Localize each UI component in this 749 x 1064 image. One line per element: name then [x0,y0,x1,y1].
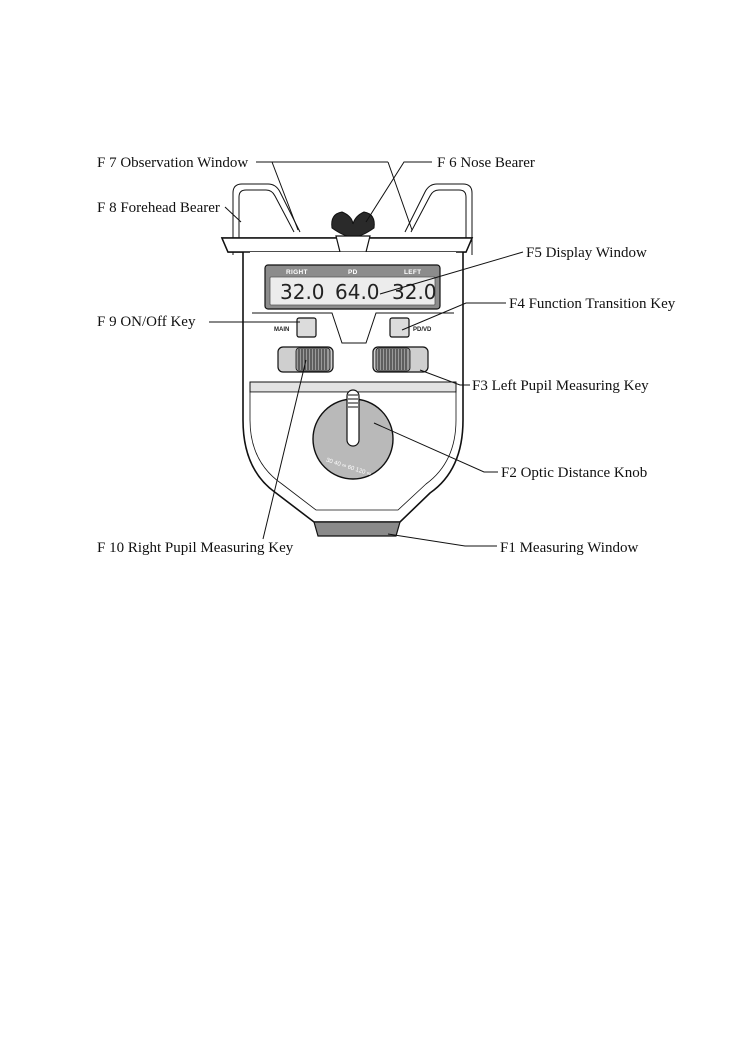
display-label-right: RIGHT [286,269,308,276]
callout-on-off-key: F 9 ON/Off Key [97,314,196,330]
display-label-left: LEFT [404,269,421,276]
callout-optic-distance-knob: F2 Optic Distance Knob [501,465,647,481]
display-window: RIGHT PD LEFT 32.0 64.0 32.0 [264,264,441,310]
right-pupil-measuring-key[interactable] [277,346,334,373]
key-recess [252,312,454,344]
callout-observation-window: F 7 Observation Window [97,155,248,171]
callout-forehead-bearer: F 8 Forehead Bearer [97,200,220,216]
measuring-window [313,521,401,537]
callout-right-pupil-measuring-key: F 10 Right Pupil Measuring Key [97,540,294,556]
optic-distance-knob[interactable]: 30 40 ∞ 60 120 ∞ [312,389,394,480]
callout-left-pupil-measuring-key: F3 Left Pupil Measuring Key [472,378,649,394]
callout-function-transition-key: F4 Function Transition Key [509,296,676,312]
pdvd-key-label: PD/VD [413,327,432,333]
callout-nose-bearer: F 6 Nose Bearer [437,155,535,171]
left-pupil-measuring-key[interactable] [372,346,429,373]
forehead-bearer-frame [232,183,473,255]
leader-lines [209,161,524,547]
callout-measuring-window: F1 Measuring Window [500,540,638,556]
display-value-pd: 64.0 [335,280,380,304]
main-key-label: MAIN [274,327,289,333]
nose-bearer [331,211,375,253]
display-value-right: 32.0 [280,280,325,304]
on-off-key[interactable]: MAIN [274,317,317,338]
display-label-pd: PD [348,269,358,276]
callout-display-window: F5 Display Window [526,245,647,261]
